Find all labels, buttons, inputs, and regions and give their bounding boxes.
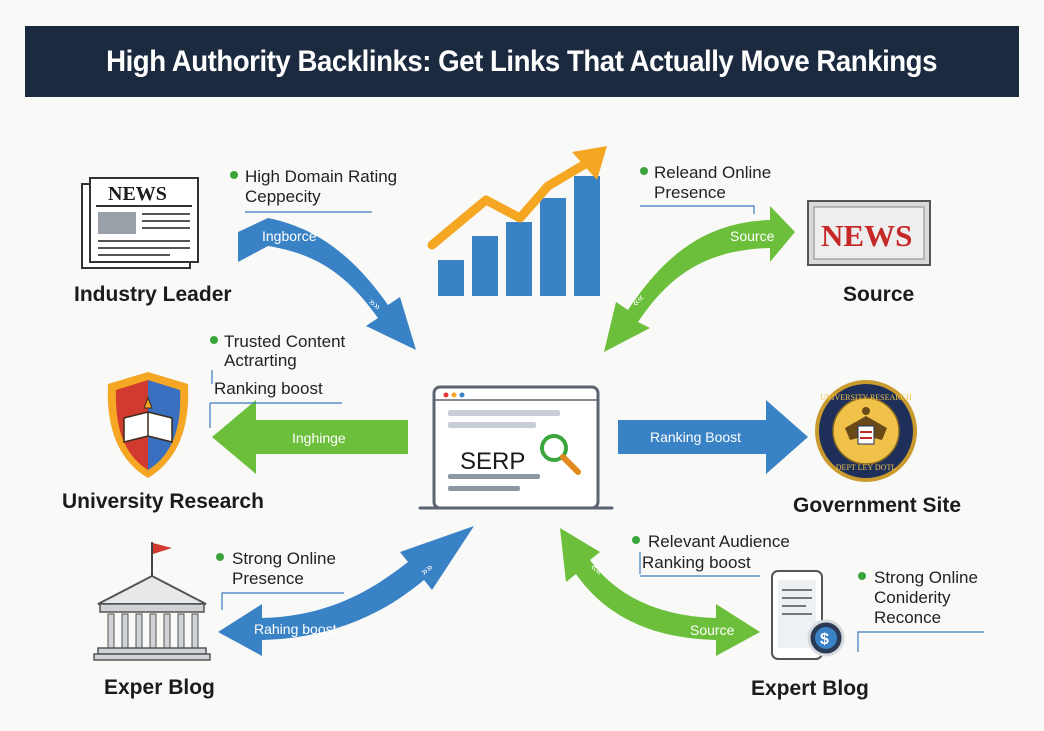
note-top-left: High Domain Rating Ceppecity [230,167,397,213]
government-site-label: Government Site [793,494,961,517]
note-bottom-left: Strong Online Presence [216,549,344,610]
magnifier-icon [540,434,581,475]
source-label: Source [843,283,914,306]
arrow-mid-right: Ranking Boost [618,400,808,474]
news-sign-text: NEWS [821,218,912,253]
note-line: Ranking boost [642,553,751,572]
note-line: High Domain Rating [245,167,397,186]
newspaper-masthead: NEWS [108,183,167,205]
government-seal-icon: UNIVERSITY RESEARCH DEPT LEY DOTL [815,380,917,482]
note-line: Coniderity [874,588,951,607]
building-flag-icon [93,542,211,661]
seal-bottom-text: DEPT LEY DOTL [836,463,897,472]
page-title: High Authority Backlinks: Get Links That… [106,44,938,78]
arrow-bottom-left: Rahing boost »» [218,526,474,656]
arrow-mid-left: Inghinge [212,400,408,474]
arrow-bottom-left-label: Rahing boost [254,621,337,637]
growth-chart-icon [427,146,607,296]
arrow-top-left: Ingborce »» [238,218,416,350]
note-line: Relevant Audience [648,532,790,551]
note-line: Ranking boost [214,379,323,398]
serp-label: SERP [460,448,525,475]
title-bar: High Authority Backlinks: Get Links That… [25,26,1019,97]
shield-book-icon [107,372,189,478]
news-sign-icon: NEWS [807,200,931,266]
note-line: Reconce [874,608,941,627]
mobile-dollar-icon: $ [771,570,845,660]
arrow-mid-left-label: Inghinge [292,430,346,446]
note-line: Presence [232,569,304,588]
arrow-chevrons: »» [418,561,435,578]
note-line: Strong Online [232,549,336,568]
expert-blog-label: Expert Blog [751,677,869,700]
arrow-top-left-label: Ingborce [262,228,317,244]
note-line: Presence [654,183,726,202]
newspaper-icon: NEWS [81,177,199,269]
note-line: Ceppecity [245,187,321,206]
serp-window: SERP [418,385,614,510]
note-mid-left: Trusted Content Actrarting Ranking boost [209,332,346,428]
note-top-right: Releand Online Presence [640,163,771,214]
note-line: Strong Online [874,568,978,587]
arrow-top-right: Source «« [604,206,795,352]
seal-top-text: UNIVERSITY RESEARCH [820,393,912,402]
svg-text:$: $ [820,631,829,648]
arrow-bottom-right: Source «« [560,528,760,656]
arrow-mid-right-label: Ranking Boost [650,429,741,445]
industry-leader-label: Industry Leader [74,283,232,306]
arrow-top-right-label: Source [730,228,775,244]
note-line: Trusted Content [224,332,346,351]
note-bottom-center-right: Relevant Audience Ranking boost [632,532,790,577]
note-line: Actrarting [224,351,297,370]
university-research-label: University Research [62,490,264,513]
note-line: Releand Online [654,163,771,182]
exper-blog-label: Exper Blog [104,676,215,699]
arrow-bottom-right-label: Source [690,622,735,638]
note-bottom-right: Strong Online Coniderity Reconce [857,568,984,652]
